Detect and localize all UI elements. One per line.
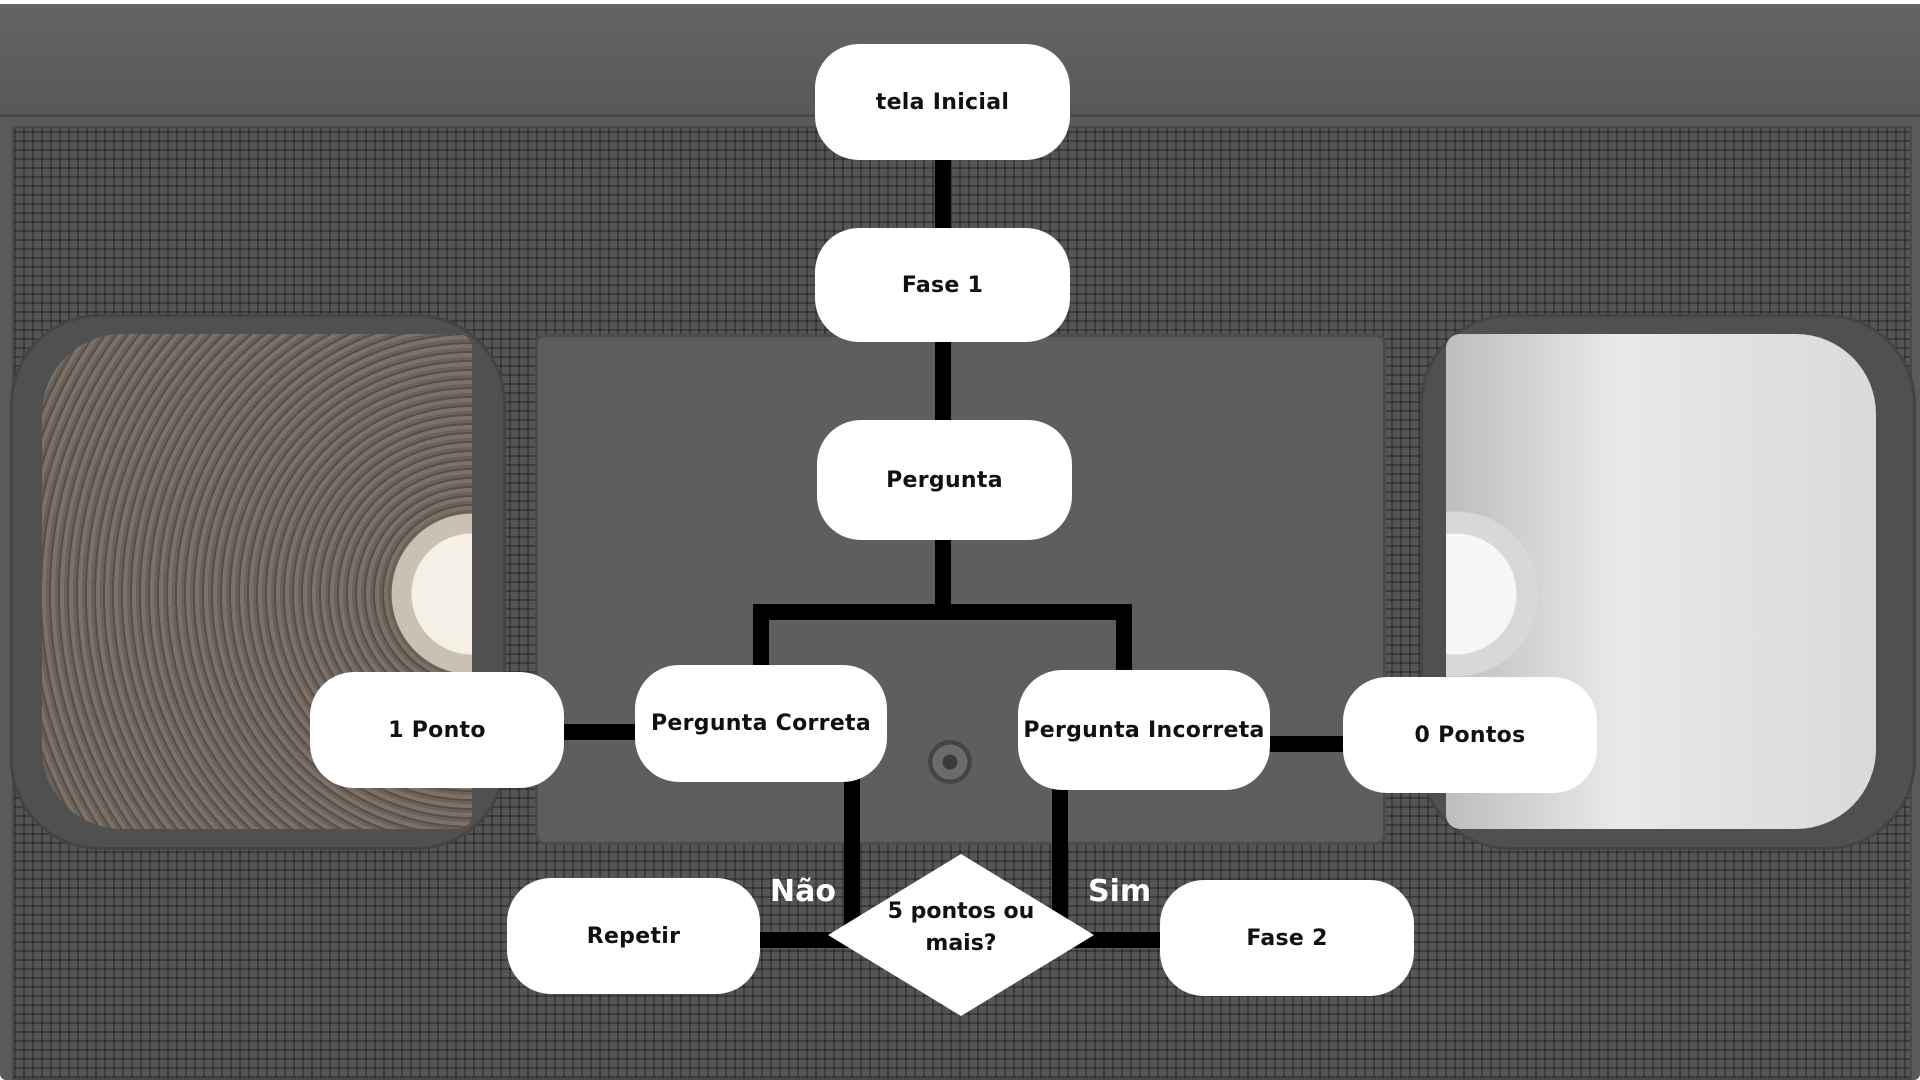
node-0-pontos: 0 Pontos bbox=[1343, 677, 1597, 793]
cassette-screw bbox=[928, 740, 972, 784]
connector-pergunta-incorreta bbox=[935, 604, 1132, 678]
edge-label-sim: Sim bbox=[1088, 874, 1152, 909]
node-fase-1: Fase 1 bbox=[815, 228, 1070, 342]
edge-label-nao: Não bbox=[770, 874, 836, 909]
node-pergunta-correta: Pergunta Correta bbox=[635, 665, 887, 782]
node-fase-2: Fase 2 bbox=[1160, 880, 1414, 996]
decision-diamond bbox=[828, 854, 1094, 1016]
node-repetir: Repetir bbox=[507, 878, 760, 994]
decision-label: 5 pontos ou mais? bbox=[887, 899, 1035, 956]
node-pergunta-incorreta: Pergunta Incorreta bbox=[1018, 670, 1270, 790]
node-pergunta: Pergunta bbox=[817, 420, 1072, 540]
connector-pergunta-branches bbox=[753, 532, 951, 673]
node-tela-inicial: tela Inicial bbox=[815, 44, 1070, 160]
node-1-ponto: 1 Ponto bbox=[310, 672, 564, 788]
